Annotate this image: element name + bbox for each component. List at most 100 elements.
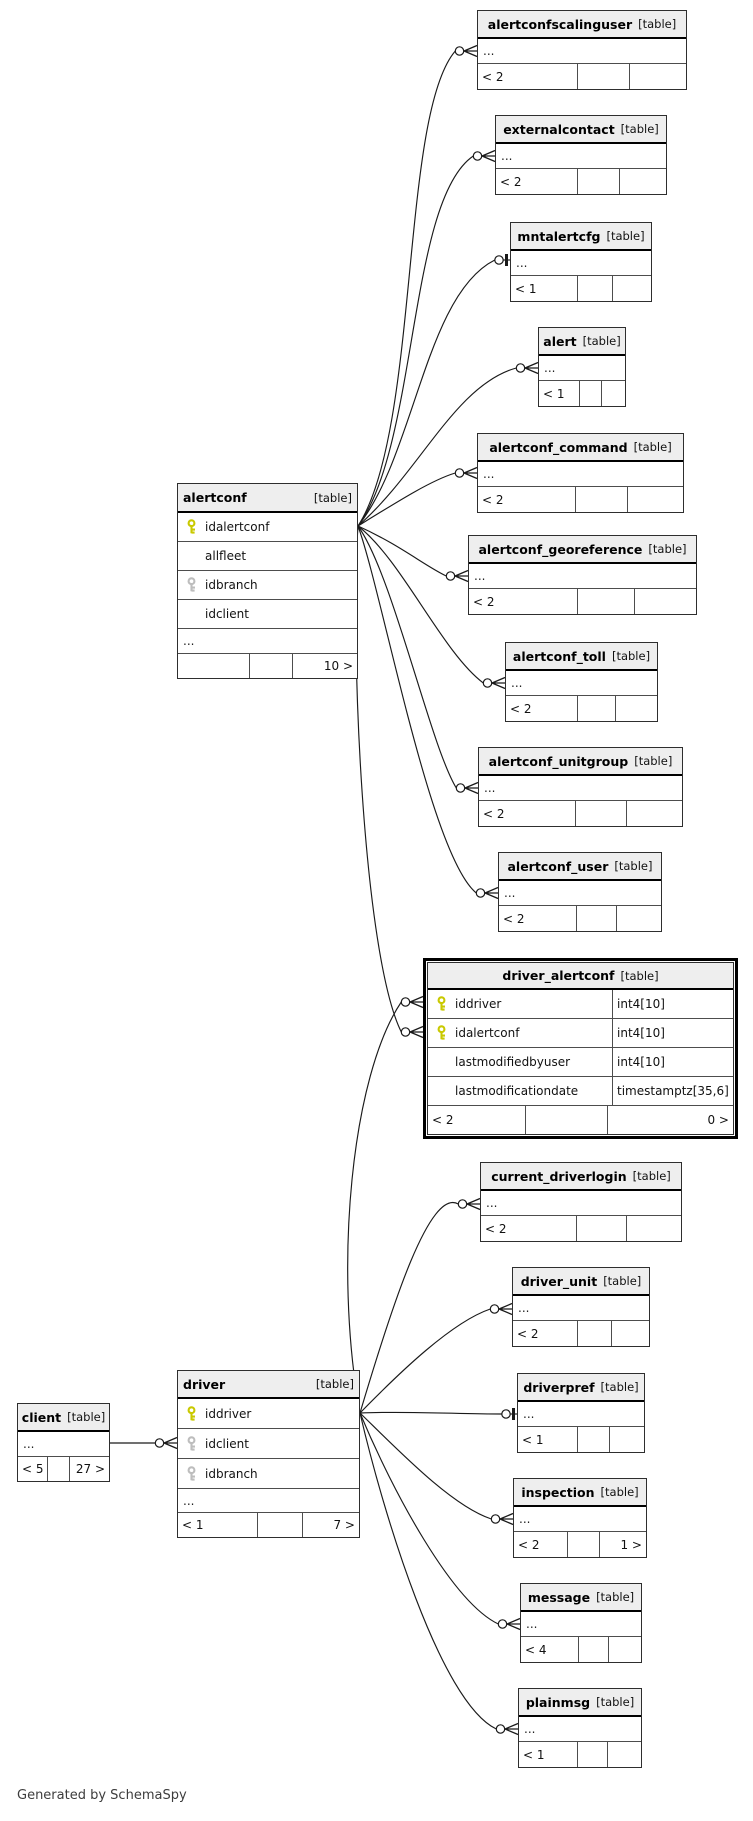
edge-alertconf-alert: [357, 361, 539, 527]
dots-row: ...: [499, 881, 661, 906]
dots-row: ...: [479, 776, 682, 801]
table-alertconf_user[interactable]: alertconf_user[table]...< 2: [498, 852, 662, 932]
footer-cell-left: < 2: [506, 696, 579, 721]
table-footer: < 2: [496, 169, 666, 194]
zero-cardinality-circle: [475, 888, 486, 898]
table-header: inspection[table]: [514, 1479, 646, 1507]
column-name: ...: [483, 44, 495, 58]
edge-line: [347, 1001, 402, 1414]
dots-row: ...: [514, 1507, 646, 1532]
column-name-cell: idalertconf: [428, 1019, 612, 1047]
edge-driver-inspection: [359, 1412, 514, 1526]
table-alertconf_command[interactable]: alertconf_command[table]...< 2: [477, 433, 684, 513]
foreign-key-icon: [187, 1435, 196, 1451]
table-type-tag: [table]: [633, 440, 672, 454]
table-header: alert[table]: [539, 328, 625, 356]
edge-line: [355, 525, 402, 1033]
column-row: idbranch: [178, 1459, 359, 1489]
table-alert[interactable]: alert[table]...< 1: [538, 327, 626, 407]
table-name: plainmsg: [525, 1694, 591, 1710]
column-name: idalertconf: [205, 520, 270, 534]
table-externalcontact[interactable]: externalcontact[table]...< 2: [495, 115, 667, 195]
edge-line: [359, 1308, 491, 1414]
footer-cell-mid: [578, 696, 617, 721]
table-type-tag: [table]: [313, 490, 352, 505]
footer-cell-right: [610, 1427, 644, 1452]
dots-row: ...: [178, 629, 357, 654]
table-name: driver_alertconf: [502, 968, 615, 983]
table-type-tag: [table]: [632, 1169, 671, 1183]
zero-cardinality-circle: [455, 783, 466, 793]
column-name: ...: [516, 256, 528, 270]
footer-cell-left: < 2: [513, 1321, 579, 1346]
table-type-tag: [table]: [611, 649, 651, 663]
footer-cell-right: 1 >: [620, 1537, 642, 1552]
column-name: idclient: [205, 607, 249, 621]
table-footer: < 1: [518, 1427, 644, 1452]
table-footer: < 2: [469, 589, 696, 614]
footer-cell-mid: [48, 1457, 70, 1481]
table-type-tag: [table]: [620, 122, 659, 136]
crows-foot-connector: [464, 781, 479, 795]
table-type-tag: [table]: [596, 1590, 635, 1604]
dots-row: ...: [478, 39, 686, 64]
crows-foot-connector: [163, 1436, 178, 1450]
edge-line: [357, 472, 456, 527]
table-name: alert: [543, 333, 577, 349]
table-current_driverlogin[interactable]: current_driverlogin[table]...< 2: [480, 1162, 682, 1242]
table-mntalertcfg[interactable]: mntalertcfg[table]...< 1: [510, 222, 652, 302]
table-type-tag: [table]: [67, 1410, 106, 1424]
zero-cardinality-circle: [445, 571, 456, 581]
crows-foot-connector: [506, 1617, 521, 1631]
footer-cell-mid: [577, 1216, 627, 1241]
footer-cell-mid: [578, 64, 630, 89]
zero-cardinality-circle: [472, 151, 483, 161]
footer-cell-left: < 1: [511, 276, 579, 301]
footer-cell-left: < 2: [514, 1532, 569, 1557]
edge-line: [359, 1412, 497, 1730]
table-message[interactable]: message[table]...< 4: [520, 1583, 642, 1663]
table-header: plainmsg[table]: [519, 1689, 641, 1717]
table-header: alertconf_georeference[table]: [469, 536, 696, 564]
column-row: idbranch: [178, 571, 357, 600]
table-inspection[interactable]: inspection[table]...< 2 1 >: [513, 1478, 647, 1558]
footer-cell-mid: [526, 1106, 608, 1134]
table-alertconf_toll[interactable]: alertconf_toll[table]...< 2: [505, 642, 658, 722]
footer-cell-right: 10 >: [323, 659, 353, 673]
table-driver_unit[interactable]: driver_unit[table]...< 2: [512, 1267, 650, 1347]
footer-cell-right: [627, 1216, 681, 1241]
column-type: int4[10]: [612, 1048, 733, 1076]
column-name: ...: [183, 634, 195, 648]
column-row: iddriver: [178, 1399, 359, 1429]
table-alertconf_georeference[interactable]: alertconf_georeference[table]...< 2: [468, 535, 697, 615]
footer-cell-right: 0 >: [707, 1113, 729, 1127]
table-alertconf_unitgroup[interactable]: alertconf_unitgroup[table]...< 2: [478, 747, 683, 827]
table-type-tag: [table]: [600, 1380, 639, 1394]
zero-cardinality-circle: [400, 1027, 411, 1037]
dots-row: ...: [178, 1489, 359, 1513]
column-name-cell: lastmodifiedbyuser: [428, 1048, 612, 1076]
column-name: idclient: [205, 1436, 249, 1451]
table-driverpref[interactable]: driverpref[table]...< 1: [517, 1373, 645, 1453]
column-name: lastmodificationdate: [455, 1084, 579, 1098]
footer-cell-mid: [578, 589, 635, 614]
foreign-key-icon: [187, 577, 196, 592]
table-plainmsg[interactable]: plainmsg[table]...< 1: [518, 1688, 642, 1768]
table-alertconfscalinguser[interactable]: alertconfscalinguser[table]...< 2: [477, 10, 687, 90]
column-name: ...: [501, 149, 513, 163]
table-header: alertconf_user[table]: [499, 853, 661, 881]
dots-row: ...: [506, 671, 657, 696]
crows-foot-connector: [524, 361, 539, 375]
column-name: ...: [23, 1437, 35, 1451]
footer-cell-right: [608, 1742, 641, 1767]
table-header: client[table]: [18, 1404, 109, 1432]
primary-key-icon: [437, 1025, 446, 1040]
